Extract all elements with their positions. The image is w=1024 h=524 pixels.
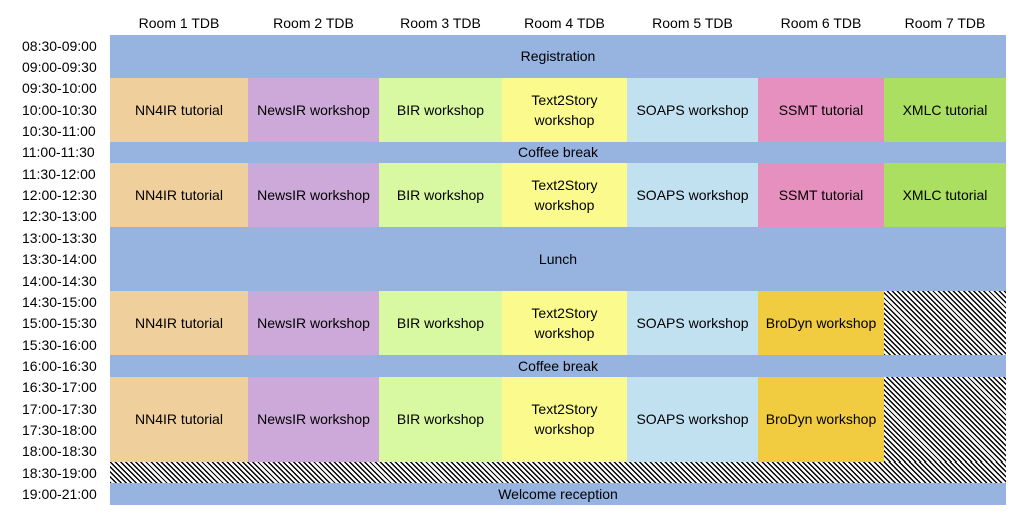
- time-slot-label: 16:30-17:00: [22, 379, 97, 396]
- session-block: SSMT tutorial: [758, 77, 884, 142]
- session-block: BIR workshop: [379, 77, 502, 142]
- session-block: SOAPS workshop: [627, 77, 758, 142]
- session-block: NN4IR tutorial: [110, 291, 248, 356]
- break-block: Registration: [110, 35, 1006, 78]
- room-header: Room 4 TDB: [502, 12, 627, 34]
- session-block: SOAPS workshop: [627, 163, 758, 228]
- session-block: NewsIR workshop: [248, 163, 379, 228]
- time-slot-label: 12:30-13:00: [22, 208, 97, 225]
- session-block: NewsIR workshop: [248, 291, 379, 356]
- unavailable-slot: [110, 462, 1006, 484]
- time-slot-label: 17:00-17:30: [22, 400, 97, 417]
- session-block: NewsIR workshop: [248, 376, 379, 462]
- session-block: NewsIR workshop: [248, 77, 379, 142]
- time-slot-label: 10:30-11:00: [22, 123, 96, 140]
- time-slot-label: 18:30-19:00: [22, 464, 97, 481]
- time-slot-label: 19:00-21:00: [22, 486, 97, 503]
- room-header: Room 1 TDB: [110, 12, 248, 34]
- time-slot-label: 09:30-10:00: [22, 80, 97, 97]
- room-header: Room 2 TDB: [248, 12, 379, 34]
- session-block: XMLC tutorial: [884, 77, 1006, 142]
- time-slot-label: 16:00-16:30: [22, 357, 97, 374]
- session-block: NN4IR tutorial: [110, 77, 248, 142]
- session-block: SSMT tutorial: [758, 163, 884, 228]
- room-header: Room 5 TDB: [627, 12, 758, 34]
- time-slot-label: 15:30-16:00: [22, 336, 97, 353]
- break-block: Welcome reception: [110, 483, 1006, 505]
- time-slot-label: 17:30-18:00: [22, 421, 97, 438]
- session-block: SOAPS workshop: [627, 376, 758, 462]
- time-slot-label: 09:00-09:30: [22, 59, 97, 76]
- session-block: BIR workshop: [379, 291, 502, 356]
- unavailable-slot: [884, 376, 1006, 462]
- session-block: BroDyn workshop: [758, 376, 884, 462]
- room-header: Room 3 TDB: [379, 12, 502, 34]
- session-block: NN4IR tutorial: [110, 376, 248, 462]
- room-header: Room 7 TDB: [884, 12, 1006, 34]
- room-header: Room 6 TDB: [758, 12, 884, 34]
- break-block: Coffee break: [110, 355, 1006, 377]
- break-block: Coffee break: [110, 141, 1006, 164]
- time-slot-label: 15:00-15:30: [22, 315, 97, 332]
- time-slot-label: 14:00-14:30: [22, 272, 97, 289]
- time-slot-label: 11:00-11:30: [22, 144, 95, 161]
- session-block: BroDyn workshop: [758, 291, 884, 356]
- time-slot-label: 14:30-15:00: [22, 293, 97, 310]
- time-slot-label: 11:30-12:00: [22, 165, 96, 182]
- time-slot-label: 13:00-13:30: [22, 229, 97, 246]
- time-slot-label: 13:30-14:00: [22, 251, 97, 268]
- time-slot-label: 18:00-18:30: [22, 443, 97, 460]
- time-slot-label: 12:00-12:30: [22, 187, 97, 204]
- time-slot-label: 08:30-09:00: [22, 37, 97, 54]
- session-block: XMLC tutorial: [884, 163, 1006, 228]
- session-block: NN4IR tutorial: [110, 163, 248, 228]
- time-slot-label: 10:00-10:30: [22, 101, 97, 118]
- unavailable-slot: [884, 291, 1006, 356]
- session-block: BIR workshop: [379, 376, 502, 462]
- session-block: BIR workshop: [379, 163, 502, 228]
- break-block: Lunch: [110, 227, 1006, 292]
- session-block: SOAPS workshop: [627, 291, 758, 356]
